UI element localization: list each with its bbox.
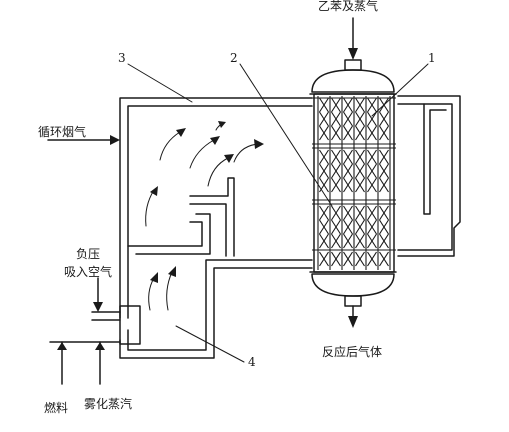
mixer-element	[367, 205, 377, 221]
mixer-element	[331, 97, 341, 113]
mixer-element	[367, 233, 377, 249]
mixer-element	[319, 125, 329, 141]
mixer-element	[355, 177, 365, 193]
callout-3: 3	[118, 51, 126, 65]
furnace-casing	[49, 95, 461, 359]
mixer-element	[319, 233, 329, 249]
mixer-element	[319, 97, 329, 113]
mixer-element	[355, 125, 365, 141]
mixer-element	[331, 251, 341, 267]
mixer-element	[319, 251, 329, 267]
mixer-element	[367, 125, 377, 141]
label-top-feed: 乙苯及蒸气	[318, 0, 378, 13]
mixer-element	[343, 163, 353, 179]
mixer-element	[343, 233, 353, 249]
mixer-element	[343, 205, 353, 221]
mixer-element	[331, 163, 341, 179]
label-recycle-flue-gas: 循环烟气	[38, 124, 86, 139]
mixer-element	[343, 177, 353, 193]
callout-1: 1	[428, 51, 436, 65]
mixer-element	[379, 149, 389, 165]
mixer-element	[331, 219, 341, 235]
label-suction-air: 吸入空气	[64, 264, 112, 279]
mixer-element	[331, 205, 341, 221]
mixer-element	[355, 205, 365, 221]
reactor-vessel	[309, 59, 397, 307]
tube-bundle	[312, 96, 396, 270]
flow-arrows	[47, 17, 358, 385]
mixer-element	[367, 219, 377, 235]
mixer-element	[331, 233, 341, 249]
mixer-element	[331, 149, 341, 165]
mixer-element	[331, 177, 341, 193]
mixer-element	[379, 125, 389, 141]
mixer-element	[355, 111, 365, 127]
callout-leaders	[127, 63, 429, 363]
label-reacted-gas: 反应后气体	[322, 344, 382, 359]
mixer-element	[379, 111, 389, 127]
mixer-element	[379, 205, 389, 221]
label-negative-pressure: 负压	[76, 247, 100, 261]
mixer-element	[355, 219, 365, 235]
mixer-element	[379, 251, 389, 267]
mixer-element	[343, 125, 353, 141]
mixer-element	[343, 97, 353, 113]
callout-4: 4	[248, 355, 256, 369]
mixer-element	[343, 219, 353, 235]
gas-flow-curves	[145, 121, 264, 311]
mixer-element	[379, 233, 389, 249]
mixer-element	[319, 149, 329, 165]
mixer-element	[343, 111, 353, 127]
mixer-element	[319, 205, 329, 221]
mixer-element	[379, 177, 389, 193]
mixer-element	[355, 163, 365, 179]
mixer-element	[343, 149, 353, 165]
mixer-element	[355, 251, 365, 267]
mixer-element	[355, 233, 365, 249]
mixer-element	[367, 177, 377, 193]
mixer-element	[319, 163, 329, 179]
mixer-element	[379, 163, 389, 179]
mixer-element	[367, 111, 377, 127]
mixer-element	[343, 251, 353, 267]
mixer-element	[367, 163, 377, 179]
label-atomizing-steam: 雾化蒸汽	[84, 396, 132, 411]
mixer-element	[355, 149, 365, 165]
callout-2: 2	[230, 51, 238, 65]
label-fuel: 燃料	[44, 400, 68, 415]
mixer-element	[367, 97, 377, 113]
mixer-element	[319, 111, 329, 127]
mixer-element	[331, 111, 341, 127]
mixer-element	[319, 219, 329, 235]
mixer-element	[367, 251, 377, 267]
mixer-element	[331, 125, 341, 141]
mixer-element	[355, 97, 365, 113]
mixer-element	[367, 149, 377, 165]
mixer-element	[379, 219, 389, 235]
